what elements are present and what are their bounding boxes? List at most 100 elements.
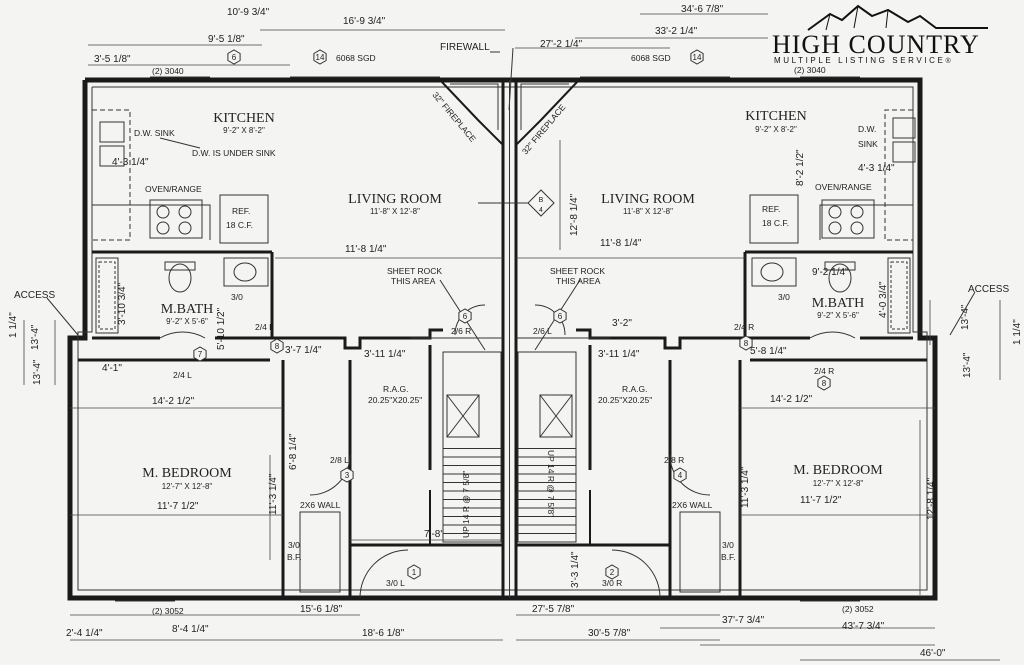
dim-bot-18-6: 18'-6 1/8" xyxy=(362,628,405,639)
dim-bed-12-8: 12'-8 1/4" xyxy=(926,477,937,520)
dim-bed-11-3-left: 11'-3 1/4" xyxy=(268,473,279,515)
dim-top-33-2: 33'-2 1/4" xyxy=(655,26,698,37)
interior-walls-right xyxy=(516,250,927,598)
sheetrock-left: SHEET ROCK xyxy=(387,266,442,276)
dim-bed-11-3-right: 11'-3 1/4" xyxy=(740,466,751,508)
sheetrock-right: SHEET ROCK xyxy=(550,266,605,276)
dim-bath-4-0: 4'-0 3/4" xyxy=(878,281,889,318)
door-24r-bottom: 2/4 R xyxy=(814,366,834,376)
door-tag-number: 8 xyxy=(275,342,280,351)
rag-left-size: 20.25"X20.25" xyxy=(368,395,422,405)
door-tag-number: 6 xyxy=(463,312,468,321)
bf-right: B.F. xyxy=(721,552,736,562)
logo-trademark: ® xyxy=(945,58,951,65)
dim-side-1-1-left: 1 1/4" xyxy=(8,312,19,338)
dim-bot-2-4: 2'-4 1/4" xyxy=(66,628,103,639)
dim-bot-46-0: 46'-0" xyxy=(920,648,946,659)
dim-side-1-1-right: 1 1/4" xyxy=(1012,319,1023,345)
this-area-left: THIS AREA xyxy=(391,276,436,286)
door-tag-shape xyxy=(690,49,704,65)
stair-right-label: UP 14 R @ 7 5/8" xyxy=(546,450,556,517)
door-tag-shape xyxy=(739,335,753,351)
firewall xyxy=(501,80,518,598)
dim-core-3-3: 3'-3 1/4" xyxy=(570,551,581,588)
section-marker: B 4 xyxy=(478,189,555,217)
sink-right: SINK xyxy=(858,139,878,149)
kitchen-counter-left xyxy=(92,109,269,244)
bf-left-size: 3/0 xyxy=(288,540,300,550)
window-3040-left: (2) 3040 xyxy=(152,66,184,76)
bath-fixtures-left xyxy=(95,257,269,334)
dimension-labels: 10'-9 3/4" 16'-9 3/4" 9'-5 1/8" 3'-5 1/8… xyxy=(8,4,1023,659)
dim-bed-11-7-left: 11'-7 1/2" xyxy=(157,501,199,512)
door-26r: 2/6 R xyxy=(451,326,471,336)
firewall-label: FIREWALL xyxy=(440,42,490,53)
section-letter: B xyxy=(539,197,544,204)
door-28r: 2/8 R xyxy=(664,455,684,465)
mountain-ridge-icon xyxy=(807,4,988,31)
logo-tagline: MULTIPLE LISTING SERVICE® xyxy=(774,56,951,65)
door-28l: 2/8 L xyxy=(330,455,349,465)
door-tag-number: 7 xyxy=(198,350,203,359)
dw-right: D.W. xyxy=(858,124,876,134)
door-tag-shape xyxy=(193,346,207,362)
dim-bot-15-6: 15'-6 1/8" xyxy=(300,604,343,615)
dim-k-4-3-right: 4'-3 1/4" xyxy=(858,163,895,174)
dim-bath-9-2: 9'-2 1/4" xyxy=(812,267,849,278)
stair-left-label: UP 14 R @ 7 5/8" xyxy=(461,471,471,538)
dim-bot-30-5: 30'-5 7/8" xyxy=(588,628,631,639)
dim-k-8-2: 8'-2 1/2" xyxy=(795,149,806,186)
rag-right: R.A.G. xyxy=(622,384,648,394)
door-tag-number: 6 xyxy=(558,312,563,321)
bedroom-right-size: 12'-7" X 12'-8" xyxy=(813,479,864,488)
logo-tagline-text: MULTIPLE LISTING SERVICE xyxy=(774,56,946,65)
door-26l: 2/6 L xyxy=(533,326,552,336)
oven-left: OVEN/RANGE xyxy=(145,184,202,194)
kitchen-left-name: KITCHEN xyxy=(213,111,274,126)
door-tag-shape xyxy=(313,49,327,65)
dim-bed-6-8: 6'-8 1/4" xyxy=(288,433,299,470)
dim-k-4-3-left: 4'-3 1/4" xyxy=(112,157,149,168)
door-labels: 3/0 3/0 2/4 L 2/4 L 2/4 R 2/4 R 2/6 R 2/… xyxy=(173,292,834,588)
dim-hall-3-11-left: 3'-11 1/4" xyxy=(364,349,406,360)
windows xyxy=(115,76,860,602)
bath-fixtures-right xyxy=(751,257,911,334)
door-30r: 3/0 R xyxy=(602,578,622,588)
door-tag-number: 3 xyxy=(345,471,350,480)
dim-bath-3-10: 3'-10 3/4" xyxy=(117,282,128,325)
dim-bed-11-7-right: 11'-7 1/2" xyxy=(800,495,842,506)
window-3040-right: (2) 3040 xyxy=(794,65,826,75)
door-tag-number: 1 xyxy=(412,568,417,577)
access-left: ACCESS xyxy=(14,290,55,301)
oven-right: OVEN/RANGE xyxy=(815,182,872,192)
dim-hall-4-1: 4'-1" xyxy=(102,363,122,374)
door-tag-number: 14 xyxy=(316,53,325,62)
door-tag-shape xyxy=(605,564,619,580)
ref-left: REF. xyxy=(232,206,250,216)
dim-core-7-8: 7'-8" xyxy=(424,529,444,540)
dw-note: D.W. IS UNDER SINK xyxy=(192,148,276,158)
dim-bed-14-2-left: 14'-2 1/2" xyxy=(152,396,195,407)
door-tag-shape xyxy=(458,308,472,324)
door-tag-number: 6 xyxy=(232,53,237,62)
dim-top-27-2: 27'-2 1/4" xyxy=(540,39,583,50)
dim-top-10-9: 10'-9 3/4" xyxy=(227,7,270,18)
door-24r-top: 2/4 R xyxy=(734,322,754,332)
living-right-size: 11'-8" X 12'-8" xyxy=(623,207,673,216)
door-30-left: 3/0 xyxy=(231,292,243,302)
door-tag-number: 8 xyxy=(822,379,827,388)
rag-left: R.A.G. xyxy=(383,384,409,394)
bf-right-size: 3/0 xyxy=(722,540,734,550)
room-labels: KITCHEN 9'-2" X 8'-2" KITCHEN 9'-2" X 8'… xyxy=(142,109,883,491)
dim-hall-3-7: 3'-7 1/4" xyxy=(285,345,322,356)
logo-name: HIGH COUNTRY xyxy=(772,30,980,59)
bath-right-size: 9'-2" X 5'-6" xyxy=(817,311,859,320)
door-24l-top: 2/4 L xyxy=(255,322,274,332)
bedroom-left-size: 12'-7" X 12'-8" xyxy=(162,482,213,491)
dim-lr-12-8: 12'-8 1/4" xyxy=(569,193,580,236)
dim-lr-11-8-left: 11'-8 1/4" xyxy=(345,244,387,255)
window-6068-left: 6068 SGD xyxy=(336,53,376,63)
fireplace-right xyxy=(515,79,582,148)
ref-right-cf: 18 C.F. xyxy=(762,218,789,228)
